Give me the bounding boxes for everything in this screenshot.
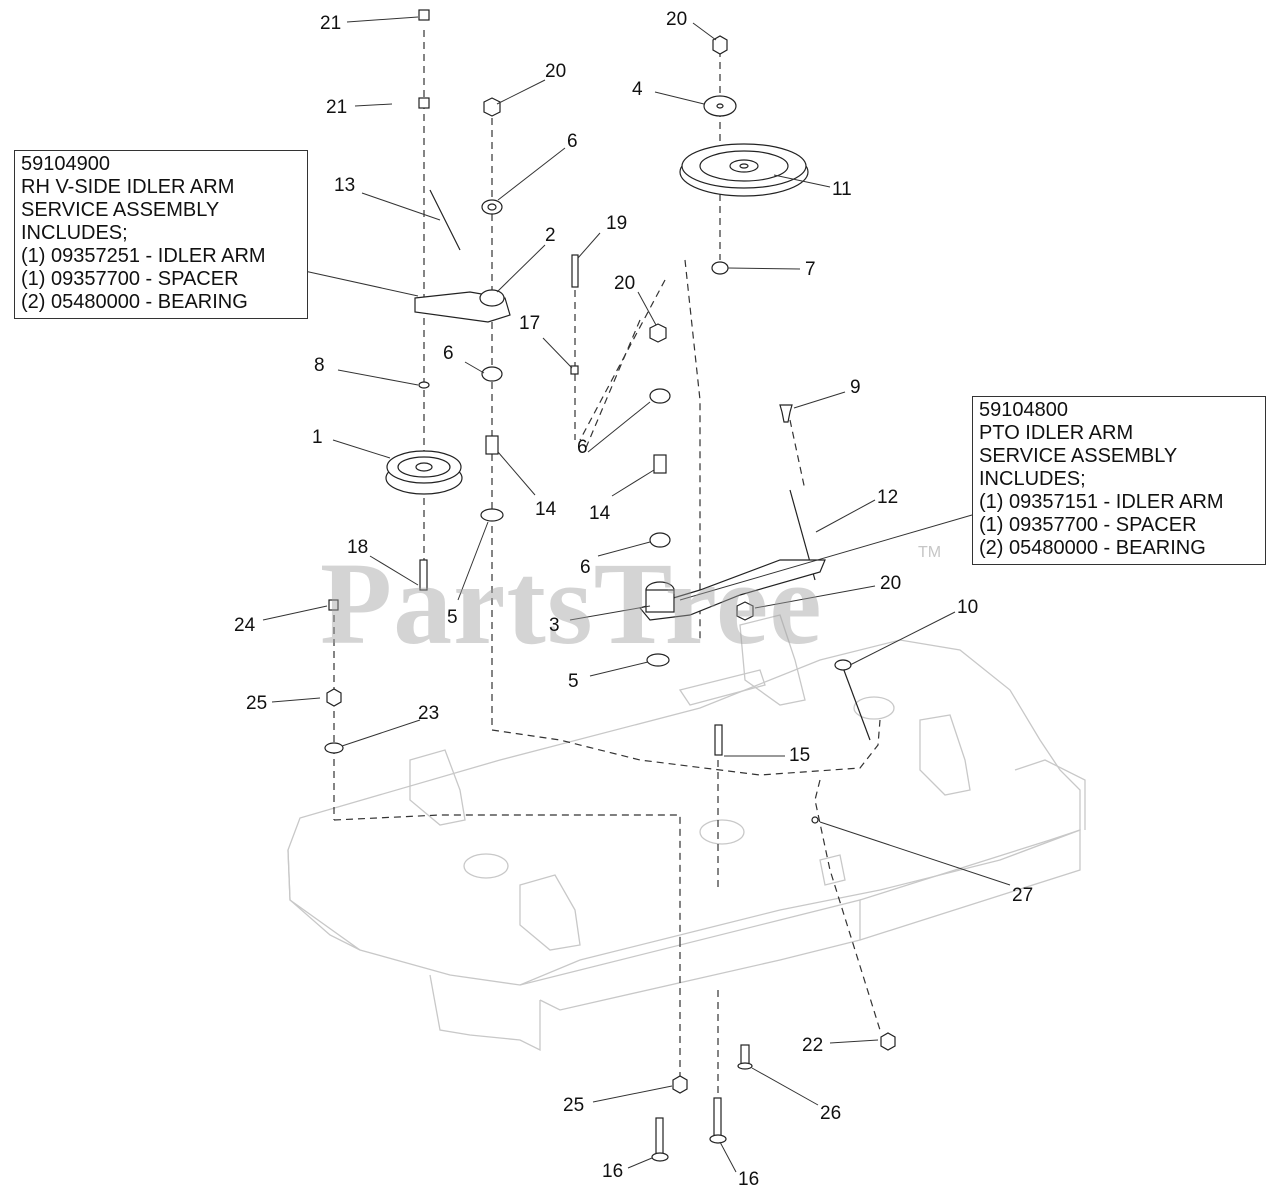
callout-label: 12 <box>877 487 899 508</box>
callout-label: 16 <box>602 1161 624 1182</box>
callout-label: 5 <box>568 671 579 692</box>
pto-idler-arm-assembly-box: 59104800 PTO IDLER ARM SERVICE ASSEMBLY … <box>972 396 1266 565</box>
callout-label: 4 <box>632 79 643 100</box>
mower-deck <box>287 614 1086 1052</box>
callout-label: 25 <box>563 1095 585 1116</box>
callout-label: 17 <box>519 313 541 334</box>
callout-label: 24 <box>234 615 256 636</box>
callout-label: 20 <box>880 573 902 594</box>
box-line: (1) 09357700 - SPACER <box>979 514 1197 536</box>
callout-label: 7 <box>805 259 816 280</box>
callout-label: 11 <box>832 179 852 200</box>
callout-label: 13 <box>334 175 356 196</box>
rh-idler-arm-assembly-box: 59104900 RH V-SIDE IDLER ARM SERVICE ASS… <box>14 150 308 319</box>
callout-label: 3 <box>549 615 560 636</box>
callout-label: 6 <box>567 131 578 152</box>
box-line: 59104900 <box>21 153 110 175</box>
callout-label: 27 <box>1012 885 1034 906</box>
callout-label: 20 <box>614 273 636 294</box>
callout-label: 23 <box>418 703 440 724</box>
box-line: (2) 05480000 - BEARING <box>21 291 248 313</box>
callout-label: 21 <box>326 97 348 118</box>
watermark: PartsTree <box>320 538 823 669</box>
callout-label: 6 <box>577 437 588 458</box>
callout-label: 14 <box>535 499 557 520</box>
box-line: SERVICE ASSEMBLY <box>21 199 220 221</box>
box-line: RH V-SIDE IDLER ARM <box>21 176 235 198</box>
callout-label: 8 <box>314 355 325 376</box>
callout-label: 22 <box>802 1035 824 1056</box>
box-line: (2) 05480000 - BEARING <box>979 537 1206 559</box>
callout-label: 6 <box>580 557 591 578</box>
trademark-mark: TM <box>918 544 942 561</box>
callout-label: 10 <box>957 597 979 618</box>
box-line: SERVICE ASSEMBLY <box>979 445 1178 467</box>
box-line: (1) 09357700 - SPACER <box>21 268 239 290</box>
callout-label: 15 <box>789 745 811 766</box>
box-line: 59104800 <box>979 399 1068 421</box>
callout-label: 20 <box>545 61 567 82</box>
callout-label: 1 <box>312 427 323 448</box>
callout-label: 26 <box>820 1103 842 1124</box>
callout-label: 16 <box>738 1169 760 1190</box>
box-line: (1) 09357251 - IDLER ARM <box>21 245 266 267</box>
callout-label: 5 <box>447 607 458 628</box>
box-line: PTO IDLER ARM <box>979 422 1134 444</box>
parts <box>324 9 896 1162</box>
callout-label: 9 <box>850 377 861 398</box>
box-line: INCLUDES; <box>21 222 128 244</box>
callout-label: 2 <box>545 225 556 246</box>
callout-label: 25 <box>246 693 268 714</box>
callout-label: 20 <box>666 9 688 30</box>
callout-label: 21 <box>320 13 342 34</box>
box-line: INCLUDES; <box>979 468 1086 490</box>
callout-label: 19 <box>606 213 628 234</box>
assembly-lines <box>333 30 881 1100</box>
callout-label: 14 <box>589 503 611 524</box>
callout-label: 18 <box>347 537 369 558</box>
box-line: (1) 09357151 - IDLER ARM <box>979 491 1224 513</box>
callout-label: 6 <box>443 343 454 364</box>
leader-lines <box>262 16 1011 1173</box>
